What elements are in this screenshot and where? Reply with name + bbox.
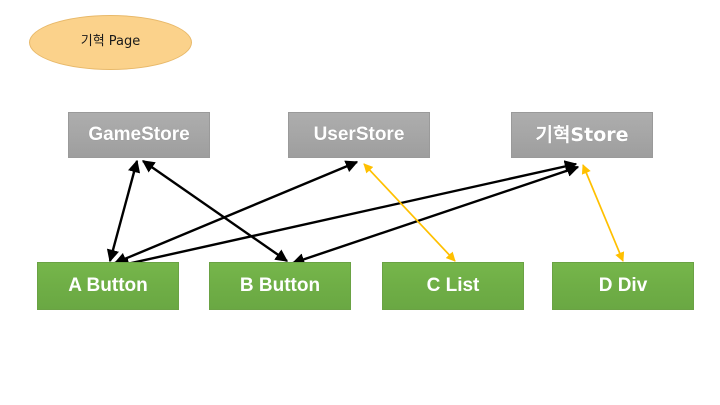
view-node-d-div[interactable]: D Div — [552, 262, 694, 310]
page-node[interactable]: 기혁 Page — [29, 15, 192, 70]
view-node-b-button[interactable]: B Button — [209, 262, 351, 310]
store-node-gamestore[interactable]: GameStore — [68, 112, 210, 158]
edge-kihyukstore-d-div — [581, 164, 625, 262]
view-node-a-button[interactable]: A Button — [37, 262, 179, 310]
store-node-kihyukstore[interactable]: 기혁Store — [511, 112, 653, 158]
edge-gamestore-a-button — [106, 159, 141, 263]
edge-userstore-a-button — [113, 160, 359, 265]
edge-kihyukstore-a-button — [116, 160, 578, 270]
store-node-userstore[interactable]: UserStore — [288, 112, 430, 158]
edge-gamestore-b-button — [141, 160, 289, 262]
edge-userstore-c-list — [363, 163, 456, 262]
view-node-c-list[interactable]: C List — [382, 262, 524, 310]
edge-kihyukstore-b-button — [291, 164, 580, 266]
